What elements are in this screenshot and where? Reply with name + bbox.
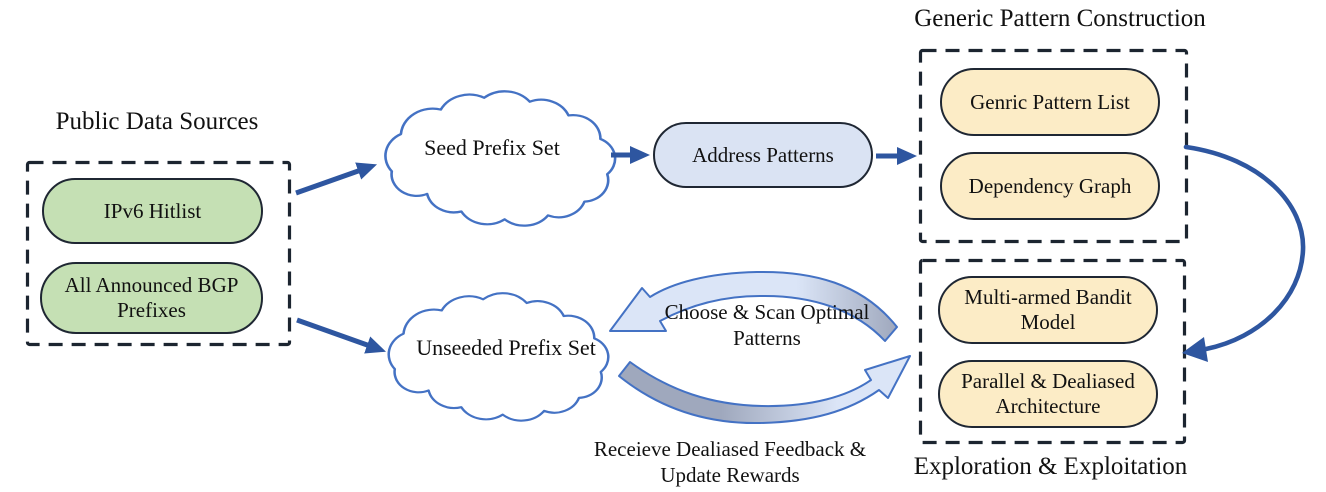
node-ipv6-hitlist: IPv6 Hitlist [42, 178, 263, 244]
feedback-cycle-arrow [618, 355, 911, 425]
arrow-bgp-to-unseeded-cloud [296, 317, 387, 354]
choose-scan-caption: Choose & Scan Optimal Patterns [664, 300, 870, 351]
node-parallel-dealiased-architecture: Parallel & Dealiased Architecture [938, 360, 1158, 428]
unseeded-prefix-set-label: Unseeded Prefix Set [416, 335, 596, 360]
arrow-hitlist-to-seed-cloud [295, 162, 378, 196]
public-data-sources-dashed-box [25, 160, 292, 347]
node-dependency-graph: Dependency Graph [940, 152, 1160, 220]
node-generic-pattern-list: Genric Pattern List [940, 68, 1160, 136]
arrow-construction-to-exploitation-curve [1183, 144, 1306, 352]
node-address-patterns: Address Patterns [653, 122, 873, 188]
generic-pattern-construction-title: Generic Pattern Construction [914, 5, 1206, 32]
choose-scan-cycle-arrow [609, 270, 898, 342]
node-announced-bgp-prefixes: All Announced BGP Prefixes [40, 262, 263, 334]
public-data-sources-title: Public Data Sources [55, 108, 259, 135]
exploration-exploitation-title: Exploration & Exploitation [913, 453, 1188, 480]
node-multi-armed-bandit-model: Multi-armed Bandit Model [938, 276, 1158, 344]
arrow-construction-to-exploitation-head [1182, 337, 1208, 362]
seed-prefix-set-label: Seed Prefix Set [424, 135, 560, 160]
feedback-caption: Receieve Dealiased Feedback & Update Rew… [593, 437, 867, 488]
